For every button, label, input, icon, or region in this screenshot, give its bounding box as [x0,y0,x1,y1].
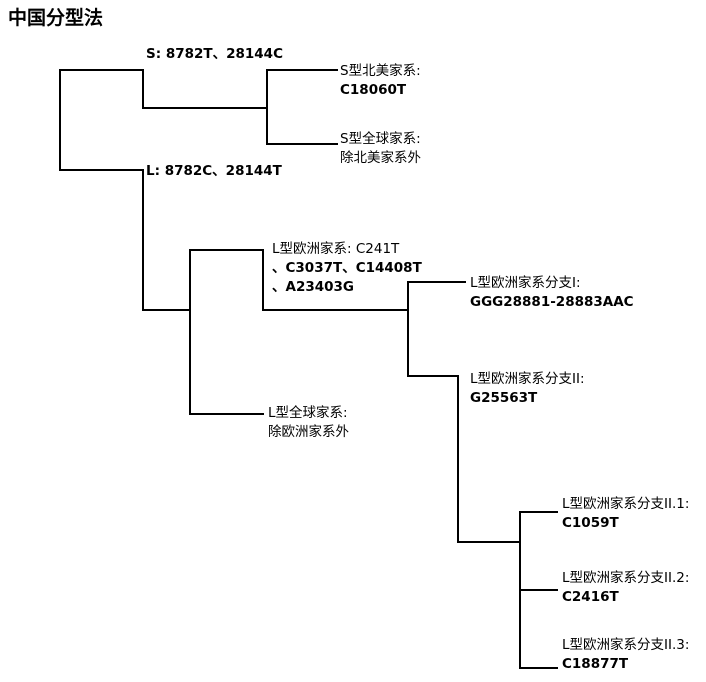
l-europe-branch-2-3-label: L型欧洲家系分支II.3: C18877T [562,637,690,672]
s-north-america-label: S型北美家系: C18060T [340,63,421,98]
diagram-title: 中国分型法 [8,7,104,29]
l-europe-label: L型欧洲家系: C241T 、C3037T、C14408T 、A23403G [272,241,422,295]
l-global-label: L型全球家系: 除欧洲家系外 [268,405,349,440]
l-clade-label: L: 8782C、28144T [146,163,282,179]
l-europe-branch-2-1-label: L型欧洲家系分支II.1: C1059T [562,496,690,531]
l-europe-branch-2-label: L型欧洲家系分支II: G25563T [470,371,585,406]
l-europe-branch-1-label: L型欧洲家系分支I: GGG28881-28883AAC [470,275,634,310]
s-global-label: S型全球家系: 除北美家系外 [340,131,421,166]
l-europe-branch-2-2-label: L型欧洲家系分支II.2: C2416T [562,570,690,605]
s-clade-label: S: 8782T、28144C [146,46,283,62]
